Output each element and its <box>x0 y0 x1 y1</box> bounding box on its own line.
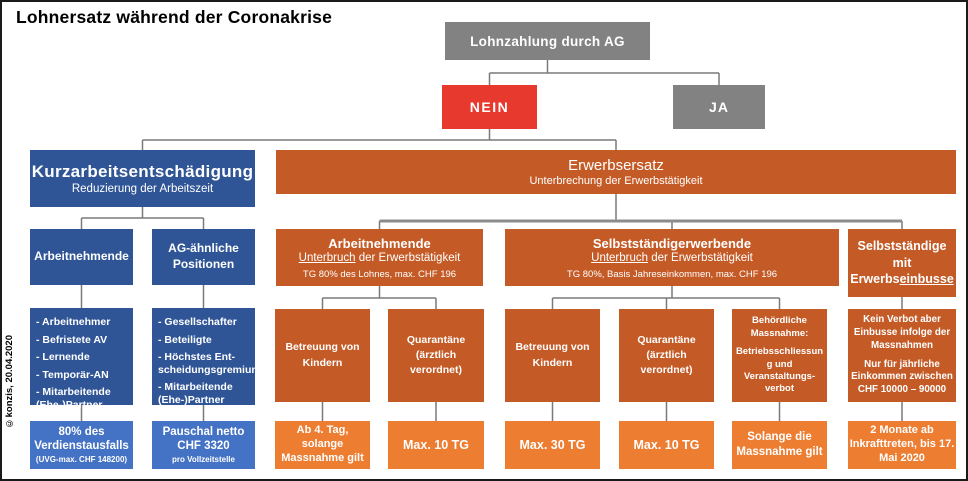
result-label: Ab 4. Tag, solange Massnahme gilt <box>281 424 364 464</box>
node-arbeitnehmende-kae: Arbeitnehmende <box>30 229 133 285</box>
subtitle-rest: der Erwerbstätigkeit <box>355 251 461 264</box>
list-item: - Befristete AV <box>36 333 108 346</box>
list-arbeitnehmende-items: - Arbeitnehmer - Befristete AV - Lernend… <box>30 308 133 411</box>
result-note: pro Vollzeitstelle <box>172 454 235 464</box>
node-label: NEIN <box>469 99 510 115</box>
result-ab-4-tag: Ab 4. Tag, solange Massnahme gilt <box>275 421 370 469</box>
group-title: Arbeitnehmende <box>328 235 431 251</box>
result-max-30-tg: Max. 30 TG <box>505 421 600 469</box>
group-title-line3: Erwerbseinbusse <box>850 271 954 288</box>
result-label: Pauschal netto CHF 3320 <box>162 426 245 452</box>
subtitle-rest: der Erwerbstätigkeit <box>648 251 753 264</box>
node-arbeitnehmende-eo: Arbeitnehmende Unterbruch der Erwerbstät… <box>276 229 483 286</box>
underlined-word: Unterbruch <box>298 251 356 264</box>
case-kein-verbot: Kein Verbot aber Einbusse infolge der Ma… <box>848 309 956 402</box>
page-title: Lohnersatz während der Coronakrise <box>16 7 333 27</box>
case-behoerdliche-massnahme: Behördliche Massnahme: Betriebsschliessu… <box>732 309 827 402</box>
result-label: Max. 30 TG <box>519 438 586 452</box>
case-betreuung-von-kindern-2: Betreuung von Kindern <box>505 309 600 402</box>
list-item: - Höchstes Ent-scheidungsgremium <box>158 351 261 376</box>
node-ja: JA <box>673 85 765 129</box>
group-detail: TG 80% des Lohnes, max. CHF 196 <box>302 268 457 280</box>
underlined-word: Unterbruch <box>591 251 649 264</box>
case-label: Betriebsschliessung und Veranstaltungs-v… <box>735 346 824 395</box>
node-label: AG-ähnliche Positionen <box>168 241 239 271</box>
group-title-line2: mit <box>892 255 912 270</box>
result-solange-massnahme: Solange die Massnahme gilt <box>732 421 827 469</box>
list-item: - Lernende <box>36 351 90 364</box>
node-selbststaendige-mit-erwerbseinbusse: Selbstständige mit Erwerbseinbusse <box>848 229 956 297</box>
word-prefix: Erwerbs <box>850 272 900 287</box>
case-label-bold: Kein Verbot aber Einbusse infolge der Ma… <box>853 314 951 351</box>
case-betreuung-von-kindern-1: Betreuung von Kindern <box>275 309 370 402</box>
node-label: Arbeitnehmende <box>34 249 129 264</box>
result-80-prozent-verdienstausfall: 80% des Verdienstausfalls (UVG-max. CHF … <box>30 421 133 469</box>
list-item: - Mitarbeitende (Ehe-)Partner <box>36 386 111 411</box>
case-quarantaene-1: Quarantäne (ärztlich verordnet) <box>388 309 484 402</box>
result-label: 2 Monate ab Inkrafttreten, bis 17. Mai 2… <box>849 424 955 464</box>
result-note: (UVG-max. CHF 148200) <box>35 454 128 464</box>
node-ag-aehnliche-positionen: AG-ähnliche Positionen <box>152 229 255 285</box>
node-title: Kurzarbeitsentschädigung <box>31 162 254 181</box>
node-subtitle: Reduzierung der Arbeitszeit <box>71 183 214 195</box>
group-subtitle: Unterbruch der Erwerbstätigkeit <box>299 252 461 264</box>
case-label: Quarantäne (ärztlich verordnet) <box>637 333 696 377</box>
node-subtitle: Unterbrechung der Erwerbstätigkeit <box>529 175 703 187</box>
node-erwerbsersatz: Erwerbsersatz Unterbrechung der Erwerbst… <box>276 150 956 194</box>
result-pauschal-netto: Pauschal netto CHF 3320 pro Vollzeitstel… <box>152 421 255 469</box>
case-label: Betreuung von Kindern <box>285 341 360 369</box>
case-label: Nur für jährliche Einkommen zwischen CHF… <box>851 358 953 395</box>
list-item: - Arbeitnehmer <box>36 316 111 328</box>
result-label: Solange die Massnahme gilt <box>736 431 823 458</box>
case-label: Betreuung von Kindern <box>515 341 590 369</box>
case-label-bold: Behördliche Massnahme: <box>750 315 809 339</box>
group-title: Selbstständigerwerbende <box>592 235 752 251</box>
underlined-word: einbusse <box>899 272 954 287</box>
group-detail: TG 80%, Basis Jahreseinkommen, max. CHF … <box>566 268 778 280</box>
node-lohnzahlung-durch-ag: Lohnzahlung durch AG <box>445 22 650 60</box>
result-max-10-tg-1: Max. 10 TG <box>388 421 484 469</box>
result-2-monate: 2 Monate ab Inkrafttreten, bis 17. Mai 2… <box>848 421 956 469</box>
node-nein: NEIN <box>442 85 537 129</box>
node-kurzarbeitsentschaedigung: Kurzarbeitsentschädigung Reduzierung der… <box>30 150 255 207</box>
group-subtitle: Unterbruch der Erwerbstätigkeit <box>591 252 753 264</box>
node-title: Erwerbsersatz <box>568 157 664 174</box>
result-label: Max. 10 TG <box>403 438 469 452</box>
case-label: Quarantäne (ärztlich verordnet) <box>406 333 466 377</box>
case-quarantaene-2: Quarantäne (ärztlich verordnet) <box>619 309 714 402</box>
group-title-line1: Selbstständige <box>857 238 947 253</box>
list-item: - Temporär-AN <box>36 368 109 381</box>
result-label: 80% des Verdienstausfalls <box>34 426 129 452</box>
node-selbststaendigerwerbende: Selbstständigerwerbende Unterbruch der E… <box>505 229 839 286</box>
list-item: - Gesellschafter <box>158 316 237 328</box>
list-item: - Mitarbeitende (Ehe-)Partner <box>158 381 233 406</box>
result-label: Max. 10 TG <box>633 438 700 452</box>
node-label: JA <box>709 99 729 115</box>
result-max-10-tg-2: Max. 10 TG <box>619 421 714 469</box>
node-label: Lohnzahlung durch AG <box>470 33 625 49</box>
list-item: - Beteiligte <box>158 333 212 346</box>
list-ag-aehnliche-items: - Gesellschafter - Beteiligte - Höchstes… <box>152 308 261 406</box>
